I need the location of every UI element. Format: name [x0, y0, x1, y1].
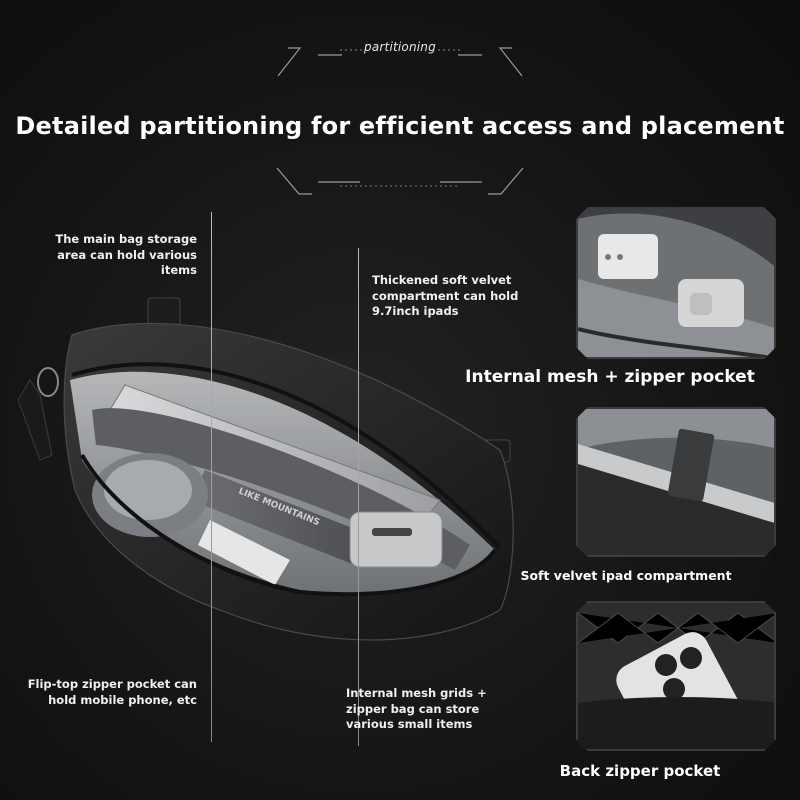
smartphone-icon: [578, 603, 776, 751]
caption-ipad-compartment: Soft velvet ipad compartment: [520, 568, 732, 583]
caption-mesh-pocket: Internal mesh + zipper pocket: [465, 367, 755, 387]
main-storage-leader: [211, 212, 212, 742]
annotation-line: Internal mesh grids +: [346, 686, 487, 700]
header-frame-top: [276, 47, 524, 195]
annotation-line: 9.7inch ipads: [372, 304, 459, 318]
annotation-line: zipper bag can store: [346, 701, 480, 716]
detail-photo-back-pocket: [576, 601, 776, 751]
detail-photo-mesh-pocket: [576, 207, 776, 359]
annotation-line: Thickened soft velvet: [372, 273, 512, 287]
main-storage-annotation: The main bag storage area can hold vario…: [20, 232, 197, 279]
annotation-line: Flip-top zipper pocket can: [27, 677, 197, 691]
annotation-line: The main bag storage: [55, 232, 197, 246]
annotation-line: items: [160, 263, 197, 277]
annotation-line: various small items: [346, 717, 473, 731]
velvet-leader: [358, 248, 359, 746]
flip-top-annotation: Flip-top zipper pocket can hold mobile p…: [10, 677, 197, 708]
annotation-line: compartment can hold: [372, 288, 519, 303]
velvet-compartment-annotation: Thickened soft velvet compartment can ho…: [372, 273, 542, 320]
detail-photo-ipad-compartment: [576, 407, 776, 557]
ipad-compartment-icon: [578, 409, 776, 557]
page-headline: Detailed partitioning for efficient acce…: [15, 112, 785, 140]
section-tag: partitioning: [364, 40, 436, 54]
annotation-line: hold mobile phone, etc: [48, 692, 197, 707]
bag-illustration: LIKE MOUNTAINS: [17, 297, 514, 641]
caption-back-pocket: Back zipper pocket: [559, 762, 721, 780]
mesh-grids-annotation: Internal mesh grids + zipper bag can sto…: [346, 686, 516, 733]
annotation-line: area can hold various: [57, 247, 197, 262]
power-bank-icon: [578, 209, 776, 359]
